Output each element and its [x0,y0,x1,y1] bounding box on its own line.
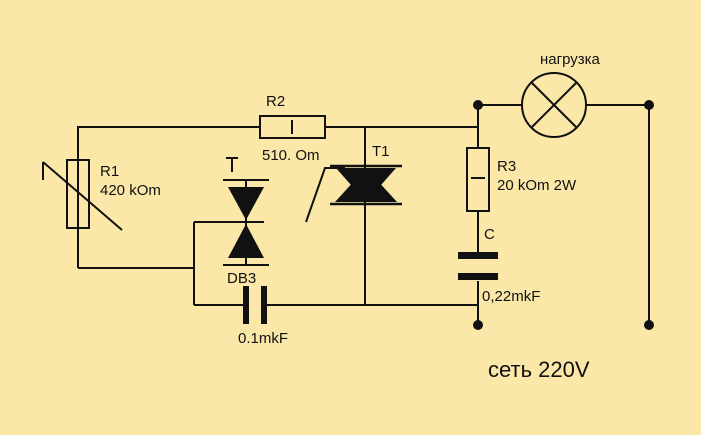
capacitor-c [458,252,498,280]
lamp-load [521,72,587,138]
wires [77,104,650,325]
label-r3-value: 20 kOm 2W [497,177,577,194]
wire-top-left [77,126,260,268]
label-r1-name: R1 [100,163,119,180]
label-r3-name: R3 [497,158,516,175]
label-c-value: 0,22mkF [482,288,540,305]
label-cap-value: 0.1mkF [238,330,288,347]
label-r2-name: R2 [266,93,285,110]
label-mains: сеть 220V [488,357,590,382]
junction-mains-bottom [644,320,654,330]
label-t1-name: T1 [372,143,390,160]
label-load: нагрузка [540,51,601,68]
diac-db3 [223,157,269,266]
label-db3-name: DB3 [227,270,256,287]
junction-bottom-right [473,320,483,330]
variable-resistor-r1 [42,159,123,231]
label-c-name: C [484,226,495,243]
triac-t1 [330,164,402,206]
label-r1-value: 420 kOm [100,182,161,199]
junction-mains-top [644,100,654,110]
resistor-r3 [466,147,490,212]
capacitor-0-1mkf [243,286,267,324]
junction-top-right [473,100,483,110]
label-r2-value: 510. Om [262,147,320,164]
junction-dots [473,100,654,330]
resistor-r2 [259,115,326,139]
